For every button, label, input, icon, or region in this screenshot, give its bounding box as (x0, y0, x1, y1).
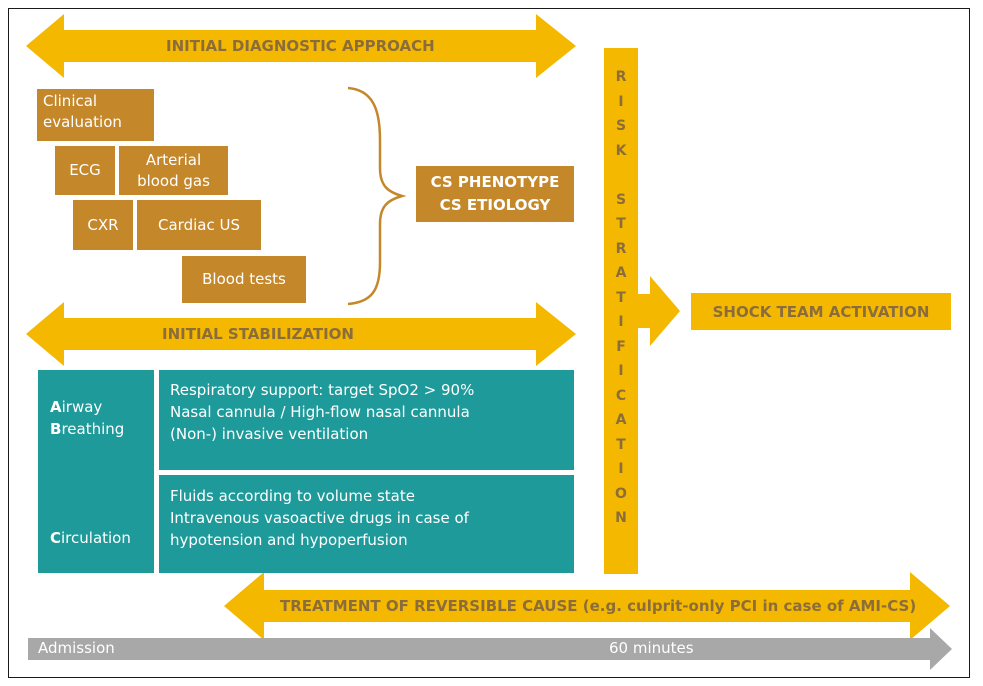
timeline-start-label: Admission (38, 639, 115, 657)
phenotype-line2: CS ETIOLOGY (439, 196, 551, 214)
clinical-line2: evaluation (43, 113, 122, 131)
risk-top-spacer (604, 48, 638, 65)
timeline-end-label: 60 minutes (609, 639, 694, 657)
timeline-arrow (28, 628, 952, 670)
risk-letter (604, 163, 638, 188)
circulation-cell: Fluids according to volume state Intrave… (159, 475, 574, 573)
risk-letter: N (615, 510, 627, 526)
risk-letter: S (615, 118, 627, 134)
treatment-label: TREATMENT OF REVERSIBLE CAUSE (e.g. culp… (280, 597, 917, 615)
risk-letter: R (615, 69, 627, 85)
diagnostic-approach-label: INITIAL DIAGNOSTIC APPROACH (166, 37, 435, 55)
abc-column: Airway Breathing Circulation (38, 370, 154, 573)
breathing-rest: reathing (61, 420, 125, 438)
clinical-line1: Clinical (43, 92, 98, 110)
cxr-label: CXR (87, 215, 119, 234)
risk-letter: I (618, 363, 624, 379)
circulation-line-1: Fluids according to volume state (170, 487, 415, 505)
respiratory-line-1: Respiratory support: target SpO2 > 90% (170, 381, 475, 399)
abg-line2: blood gas (137, 171, 210, 190)
risk-letter: C (615, 387, 627, 404)
treatment-arrow (224, 572, 950, 640)
risk-letter: I (618, 93, 624, 110)
circulation-rest: irculation (61, 529, 131, 547)
risk-letter: I (618, 314, 624, 330)
circulation-line-3: hypotension and hypoperfusion (170, 531, 408, 549)
abg-line1: Arterial (145, 150, 202, 169)
cxr-box: CXR (73, 200, 133, 250)
respiratory-support-cell: Respiratory support: target SpO2 > 90% N… (159, 370, 574, 470)
breathing-letter: B (50, 420, 62, 438)
risk-letter: T (616, 436, 626, 453)
risk-letter: A (615, 265, 627, 281)
ecg-box: ECG (55, 146, 115, 195)
grouping-brace (347, 86, 407, 306)
shock-team-activation-box: SHOCK TEAM ACTIVATION (691, 293, 951, 330)
phenotype-box: CS PHENOTYPE CS ETIOLOGY (416, 166, 574, 222)
diagnostic-approach-arrow (26, 14, 576, 78)
circulation-letter: C (50, 529, 62, 547)
risk-letter: T (616, 289, 626, 306)
blood-tests-label: Blood tests (202, 270, 286, 288)
respiratory-line-2: Nasal cannula / High-flow nasal cannula (170, 403, 470, 421)
risk-stratification-bar (604, 48, 638, 574)
stabilization-arrow (26, 302, 576, 366)
airway-rest: irway (61, 398, 103, 416)
respiratory-line-3: (Non-) invasive ventilation (170, 425, 369, 443)
cardiac-us-label: Cardiac US (158, 215, 240, 234)
risk-letter: S (615, 191, 627, 208)
cardiac-us-box: Cardiac US (137, 200, 261, 250)
risk-letter: K (615, 142, 627, 159)
risk-letter: A (615, 412, 627, 428)
risk-letter: F (616, 338, 626, 355)
blood-tests-box: Blood tests (182, 256, 306, 303)
diagram-frame (8, 8, 970, 678)
risk-letter: T (616, 216, 626, 232)
risk-letter: O (615, 485, 627, 502)
arterial-blood-gas-box: Arterial blood gas (119, 146, 228, 195)
risk-letter: R (615, 240, 627, 257)
stabilization-label: INITIAL STABILIZATION (162, 325, 354, 343)
shock-team-label: SHOCK TEAM ACTIVATION (712, 302, 930, 321)
phenotype-line1: CS PHENOTYPE (430, 173, 560, 191)
clinical-evaluation-box: Clinical evaluation (37, 89, 154, 141)
risk-letter: I (618, 461, 624, 477)
risk-to-shock-arrow (638, 276, 680, 346)
circulation-line-2: Intravenous vasoactive drugs in case of (170, 509, 469, 527)
airway-letter: A (50, 398, 62, 416)
ecg-label: ECG (69, 161, 101, 179)
